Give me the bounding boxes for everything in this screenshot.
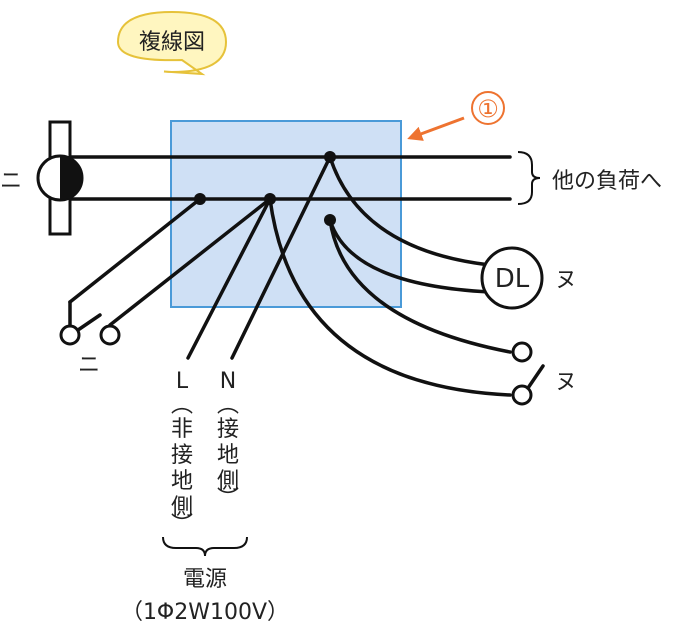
- switch-ni-label: ニ: [78, 353, 100, 378]
- downlight-fixture: DL: [480, 246, 544, 310]
- marker-arrow: [407, 116, 465, 141]
- svg-text:地: 地: [217, 443, 239, 468]
- switch-ni: [59, 197, 272, 346]
- svg-text:①: ①: [477, 95, 499, 123]
- dl-label: DL: [495, 264, 530, 294]
- line-l-label: L ︵ 非 接 地 側 ︶: [171, 369, 193, 538]
- receptacle-symbol: [36, 120, 84, 236]
- marker-1: ①: [471, 91, 505, 125]
- svg-text:︵: ︵: [171, 393, 193, 418]
- wire-switch-top: [328, 218, 512, 354]
- power-brace: [162, 536, 248, 557]
- svg-text:側: 側: [217, 469, 239, 494]
- wire-l-feed: [186, 197, 272, 360]
- wire-dl-top: [328, 155, 492, 267]
- svg-text:接: 接: [171, 443, 193, 468]
- other-loads-brace: [517, 151, 541, 205]
- svg-text:︶: ︶: [217, 487, 239, 512]
- svg-text:L: L: [176, 369, 189, 394]
- power-label: 電源: [183, 567, 227, 592]
- line-n-label: N ︵ 接 地 側 ︶: [217, 369, 239, 512]
- switch-nu: [511, 341, 545, 406]
- svg-text:地: 地: [171, 469, 193, 494]
- svg-text:接: 接: [217, 417, 239, 442]
- svg-text:側: 側: [171, 495, 193, 520]
- wire-dl-bottom: [328, 218, 492, 294]
- callout-title: 複線図: [139, 30, 205, 55]
- svg-text:︶: ︶: [171, 513, 193, 538]
- dl-switch-label: ヌ: [555, 268, 577, 293]
- power-spec: （1Φ2W100V）: [121, 600, 289, 625]
- svg-text:︵: ︵: [217, 393, 239, 418]
- wire-switch-bottom: [268, 197, 512, 397]
- svg-text:非: 非: [171, 417, 193, 442]
- switch-nu-label: ヌ: [555, 370, 577, 395]
- other-loads-label: 他の負荷へ: [552, 169, 662, 194]
- junction-dot: [194, 193, 206, 205]
- wire-n-feed: [230, 155, 332, 360]
- svg-text:N: N: [220, 369, 236, 394]
- receptacle-label: ニ: [0, 169, 22, 194]
- callout-bubble: 複線図: [116, 10, 228, 76]
